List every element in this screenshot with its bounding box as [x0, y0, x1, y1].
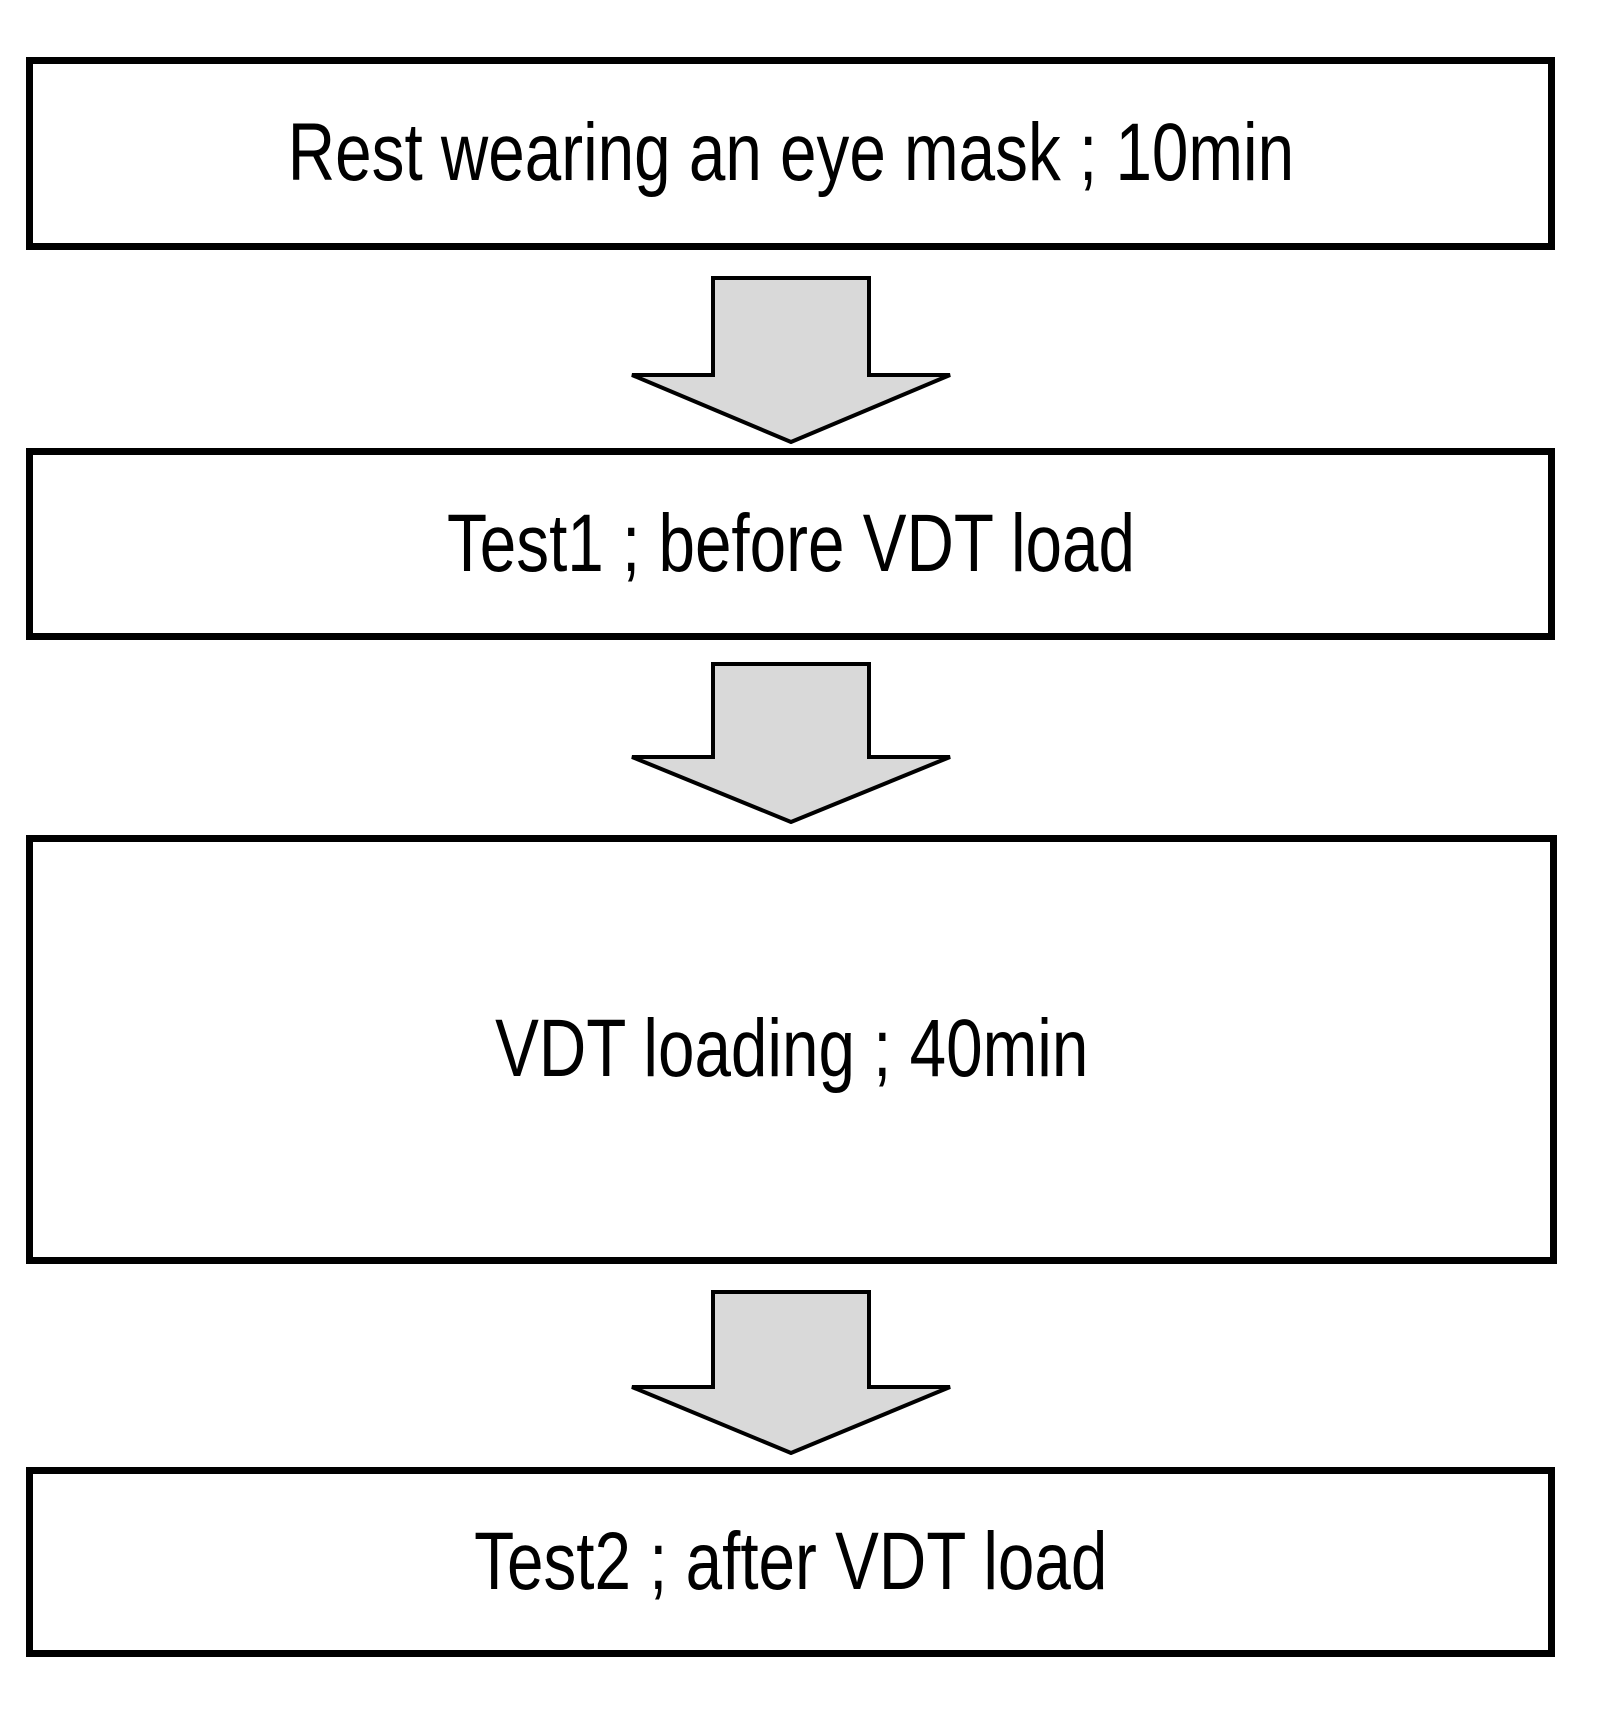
flow-step-test1: Test1 ; before VDT load — [26, 448, 1555, 640]
flow-step-label: Rest wearing an eye mask ; 10min — [287, 107, 1294, 199]
down-arrow-icon — [630, 1290, 952, 1455]
flow-step-rest: Rest wearing an eye mask ; 10min — [26, 57, 1555, 250]
flow-step-test2: Test2 ; after VDT load — [26, 1467, 1555, 1657]
flow-step-label: VDT loading ; 40min — [494, 1003, 1089, 1095]
flow-step-vdt-load: VDT loading ; 40min — [26, 835, 1557, 1264]
flow-step-label: Test1 ; before VDT load — [446, 497, 1135, 589]
down-arrow-icon — [630, 276, 952, 444]
down-arrow-icon — [630, 662, 952, 824]
flow-step-label: Test2 ; after VDT load — [473, 1515, 1108, 1607]
